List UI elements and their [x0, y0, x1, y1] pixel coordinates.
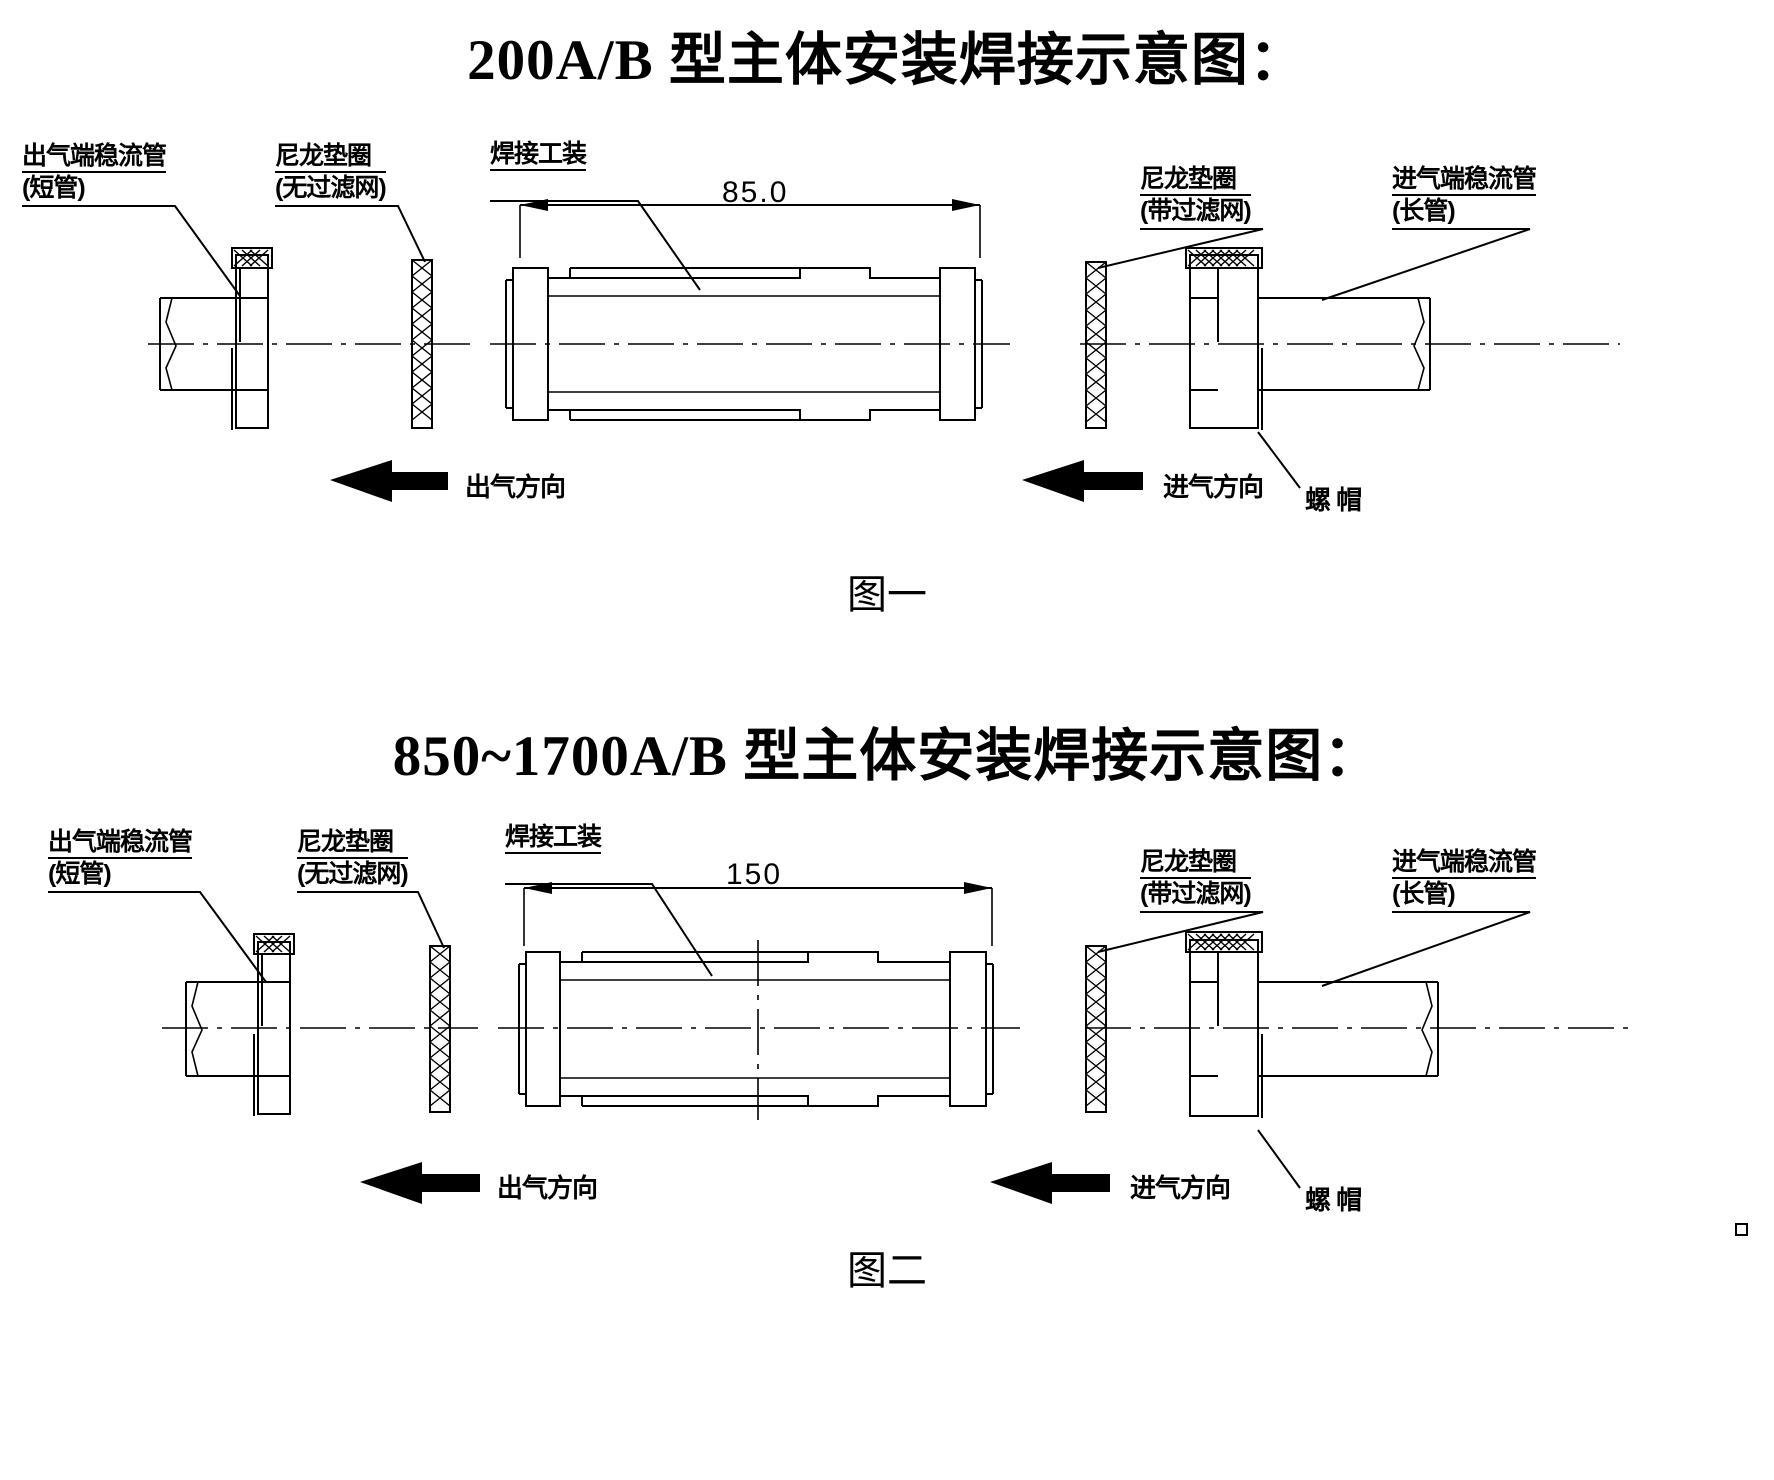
inlet-flow-arrow-fig1 — [1022, 460, 1143, 502]
label-welding-fixture-fig2: 焊接工装 — [505, 823, 602, 854]
label-washer-right-top: 尼龙垫圈 — [1140, 165, 1251, 196]
label-washer-right-fig2: 尼龙垫圈 (带过滤网) — [1140, 848, 1252, 908]
label-outlet-direction-fig1: 出气方向 — [465, 472, 566, 502]
label-welding-fixture-text: 焊接工装 — [490, 140, 587, 171]
nylon-washer-right-fig2 — [1085, 945, 1107, 1113]
label-washer-right-top: 尼龙垫圈 — [1140, 848, 1251, 879]
label-inlet-direction-fig2: 进气方向 — [1130, 1173, 1231, 1203]
label-inlet-pipe-fig2: 进气端稳流管 (长管) — [1392, 848, 1537, 908]
label-outlet-pipe-top: 出气端稳流管 — [22, 142, 167, 173]
outlet-flow-arrow-fig2 — [360, 1162, 480, 1204]
label-outlet-pipe-top: 出气端稳流管 — [48, 828, 193, 859]
label-outlet-pipe-fig2: 出气端稳流管 (短管) — [48, 828, 193, 888]
figure-1-title: 200A/B 型主体安装焊接示意图： — [467, 29, 1307, 92]
label-washer-left-bottom: (无过滤网) — [297, 860, 409, 888]
leader-lines-fig2 — [48, 883, 1531, 1189]
welding-fixture-fig2 — [518, 951, 994, 1107]
label-nut-fig1: 螺 帽 — [1305, 485, 1362, 515]
label-washer-right-bottom: (带过滤网) — [1140, 197, 1252, 225]
nylon-washer-left-fig2 — [429, 945, 451, 1113]
label-inlet-pipe-top: 进气端稳流管 — [1392, 848, 1537, 879]
figure-2-caption: 图二 — [847, 1248, 927, 1293]
inlet-pipe-assembly-fig1 — [1185, 247, 1431, 430]
figure-1-drawing — [22, 199, 1620, 502]
label-inlet-pipe-bottom: (长管) — [1392, 880, 1456, 908]
dimension-value-fig2: 150 — [726, 858, 783, 891]
dimension-value-fig1: 85.0 — [722, 176, 789, 209]
label-inlet-direction-fig1: 进气方向 — [1163, 472, 1264, 502]
label-outlet-direction-fig2: 出气方向 — [497, 1173, 598, 1203]
outlet-pipe-assembly-fig2 — [185, 933, 295, 1116]
leader-lines-fig1 — [22, 200, 1531, 489]
label-welding-fixture-text: 焊接工装 — [505, 823, 602, 854]
figure-1: 200A/B 型主体安装焊接示意图： 出气端稳流管 (短管) 尼龙垫圈 (无过滤… — [0, 0, 1774, 700]
label-nut-fig2: 螺 帽 — [1305, 1185, 1362, 1215]
dimension-line-fig1 — [519, 199, 981, 258]
label-welding-fixture-fig1: 焊接工装 — [490, 140, 587, 171]
label-washer-left-top: 尼龙垫圈 — [297, 828, 408, 859]
inlet-flow-arrow-fig2 — [990, 1162, 1110, 1204]
label-outlet-pipe-fig1: 出气端稳流管 (短管) — [22, 142, 167, 202]
nylon-washer-right-fig1 — [1085, 261, 1107, 429]
figure-2: 850~1700A/B 型主体安装焊接示意图： 出气端稳流管 (短管) 尼龙垫圈… — [0, 690, 1774, 1480]
outlet-pipe-assembly-fig1 — [159, 247, 273, 430]
label-washer-left-top: 尼龙垫圈 — [275, 142, 386, 173]
label-outlet-pipe-bottom: (短管) — [22, 174, 86, 202]
inlet-pipe-assembly-fig2 — [1185, 931, 1439, 1118]
dimension-line-fig2 — [523, 882, 993, 946]
welding-fixture-fig1 — [505, 267, 983, 421]
label-washer-left-fig2: 尼龙垫圈 (无过滤网) — [297, 828, 409, 888]
label-inlet-pipe-top: 进气端稳流管 — [1392, 165, 1537, 196]
nylon-washer-left-fig1 — [411, 259, 433, 429]
figure-1-caption: 图一 — [847, 572, 927, 617]
label-inlet-pipe-fig1: 进气端稳流管 (长管) — [1392, 165, 1537, 225]
label-inlet-pipe-bottom: (长管) — [1392, 197, 1456, 225]
figure-2-title: 850~1700A/B 型主体安装焊接示意图： — [392, 725, 1382, 788]
outlet-flow-arrow-fig1 — [330, 460, 448, 502]
page-marker-square — [1735, 1223, 1748, 1236]
label-outlet-pipe-bottom: (短管) — [48, 860, 112, 888]
figure-2-drawing — [48, 882, 1628, 1204]
label-washer-left-fig1: 尼龙垫圈 (无过滤网) — [275, 142, 387, 202]
label-washer-right-fig1: 尼龙垫圈 (带过滤网) — [1140, 165, 1252, 225]
label-washer-left-bottom: (无过滤网) — [275, 174, 387, 202]
label-washer-right-bottom: (带过滤网) — [1140, 880, 1252, 908]
